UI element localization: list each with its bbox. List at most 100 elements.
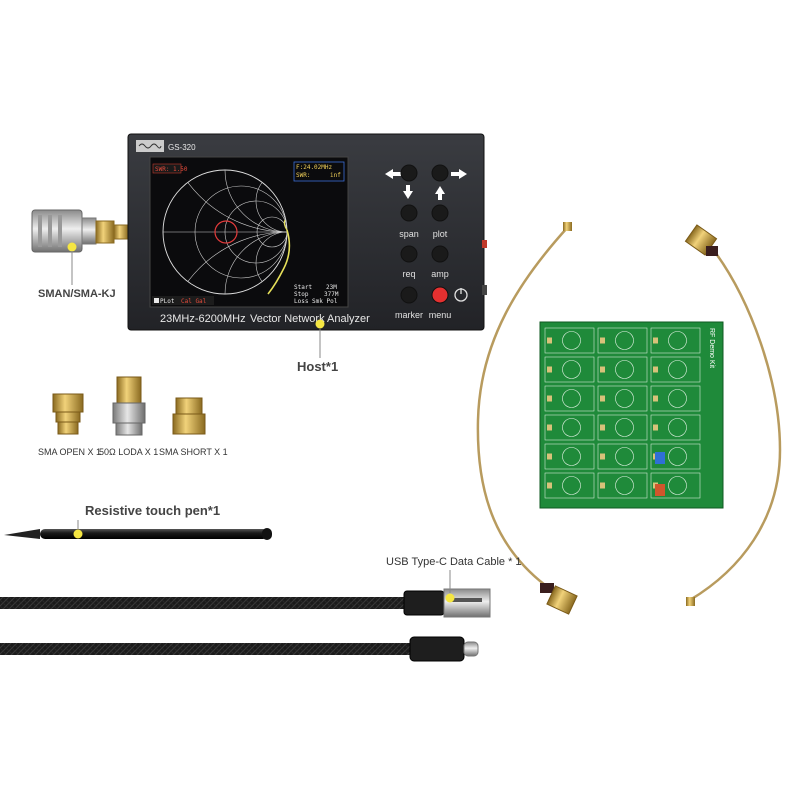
pcb-smith-icon	[562, 476, 581, 495]
pcb-cell	[650, 385, 701, 412]
start-label: Start	[294, 284, 312, 291]
device-name: Vector Network Analyzer	[250, 313, 370, 325]
pcb-cell	[650, 356, 701, 383]
pcb-cell	[544, 385, 595, 412]
pcb-smith-icon	[615, 418, 634, 437]
load-standard	[112, 376, 146, 436]
stop-label: Stop	[294, 291, 309, 298]
button-top-right[interactable]	[431, 164, 449, 182]
pcb-cell	[597, 443, 648, 470]
pcb-smith-icon	[668, 389, 687, 408]
pcb-pad	[600, 366, 605, 373]
pcb-pad	[547, 366, 552, 373]
marker-swr-label: SWR:	[296, 172, 310, 179]
pcb-cell	[544, 414, 595, 441]
pcb-cell	[597, 356, 648, 383]
marker-label: marker	[395, 310, 423, 320]
pcb-smith-icon	[668, 331, 687, 350]
sma-open-caption: SMA OPEN X 1	[38, 447, 102, 457]
pcb-pad	[547, 337, 552, 344]
req-label: req	[402, 269, 415, 279]
vna-device: GS-320 SWR: 1.50	[127, 133, 487, 358]
sma-short-caption: SMA SHORT X 1	[159, 447, 228, 457]
pcb-pad	[600, 453, 605, 460]
pcb-cell	[650, 443, 701, 470]
pcb-cell	[650, 327, 701, 354]
n-type-adapter	[31, 209, 129, 285]
pcb-component	[655, 452, 665, 464]
model-label: GS-320	[168, 143, 196, 152]
pcb-pad	[600, 482, 605, 489]
pcb-pad	[653, 424, 658, 431]
arrow-left-icon	[385, 169, 401, 179]
pcb-smith-icon	[562, 331, 581, 350]
usb-cable	[0, 570, 491, 662]
pen-caption: Resistive touch pen*1	[85, 503, 221, 518]
marker-dot	[73, 529, 83, 539]
pcb-cell	[544, 356, 595, 383]
pcb-pad	[653, 337, 658, 344]
pcb-cell	[597, 414, 648, 441]
pcb-pad	[653, 366, 658, 373]
sma-short-standard	[172, 397, 206, 435]
marker-dot	[315, 319, 325, 329]
sma-open-standard	[52, 393, 84, 435]
pcb-smith-icon	[615, 447, 634, 466]
host-caption: Host*1	[297, 359, 339, 374]
pcb-cell	[597, 472, 648, 499]
coax-cable-right	[684, 224, 782, 606]
plot-label: plot	[433, 229, 448, 239]
pcb-pad	[547, 395, 552, 402]
arrow-right-icon	[451, 169, 467, 179]
marker-button[interactable]	[400, 286, 418, 304]
pcb-smith-icon	[615, 476, 634, 495]
pcb-cell	[544, 443, 595, 470]
pcb-pad	[547, 482, 552, 489]
pcb-smith-icon	[562, 360, 581, 379]
rf-demo-kit-board: RF Demo Kit	[539, 321, 724, 509]
footer-plot[interactable]: PLot	[160, 298, 175, 305]
pcb-smith-icon	[615, 331, 634, 350]
button-top-left[interactable]	[400, 164, 418, 182]
pcb-title: RF Demo Kit	[708, 328, 715, 368]
smith-chart	[162, 169, 291, 295]
span-button[interactable]	[400, 204, 418, 222]
menu-button[interactable]	[431, 286, 449, 304]
amp-label: amp	[431, 269, 449, 279]
pcb-pad	[653, 395, 658, 402]
pcb-cell	[650, 472, 701, 499]
pcb-cell	[597, 385, 648, 412]
footer-right[interactable]: Loss Smk Pol	[294, 298, 338, 305]
pcb-cell	[650, 414, 701, 441]
amp-button[interactable]	[431, 245, 449, 263]
pcb-smith-icon	[562, 447, 581, 466]
brand-logo	[136, 140, 164, 152]
pcb-smith-icon	[668, 360, 687, 379]
pcb-pad	[547, 453, 552, 460]
pcb-cell	[544, 472, 595, 499]
marker-dot	[445, 593, 455, 603]
pcb-smith-icon	[668, 476, 687, 495]
pcb-cell	[544, 327, 595, 354]
marker-frequency: F:24.02MHz	[296, 164, 333, 171]
pcb-smith-icon	[668, 447, 687, 466]
pcb-pad	[600, 395, 605, 402]
pcb-smith-icon	[562, 389, 581, 408]
footer-cal[interactable]: Cal Gal	[181, 298, 207, 305]
arrow-up-icon	[435, 186, 445, 200]
pcb-smith-icon	[615, 389, 634, 408]
start-value: 23M	[326, 284, 337, 291]
pcb-pad	[600, 337, 605, 344]
pcb-smith-icon	[562, 418, 581, 437]
stop-value: 377M	[324, 291, 339, 298]
req-button[interactable]	[400, 245, 418, 263]
arrow-down-icon	[403, 185, 413, 199]
connector-caption: SMAN/SMA-KJ	[38, 288, 116, 300]
pcb-pad	[600, 424, 605, 431]
frequency-range: 23MHz-6200MHz	[160, 313, 246, 325]
usb-cable-caption: USB Type-C Data Cable * 1	[386, 556, 522, 568]
pcb-pad	[547, 424, 552, 431]
pcb-component	[655, 484, 665, 496]
plot-button[interactable]	[431, 204, 449, 222]
